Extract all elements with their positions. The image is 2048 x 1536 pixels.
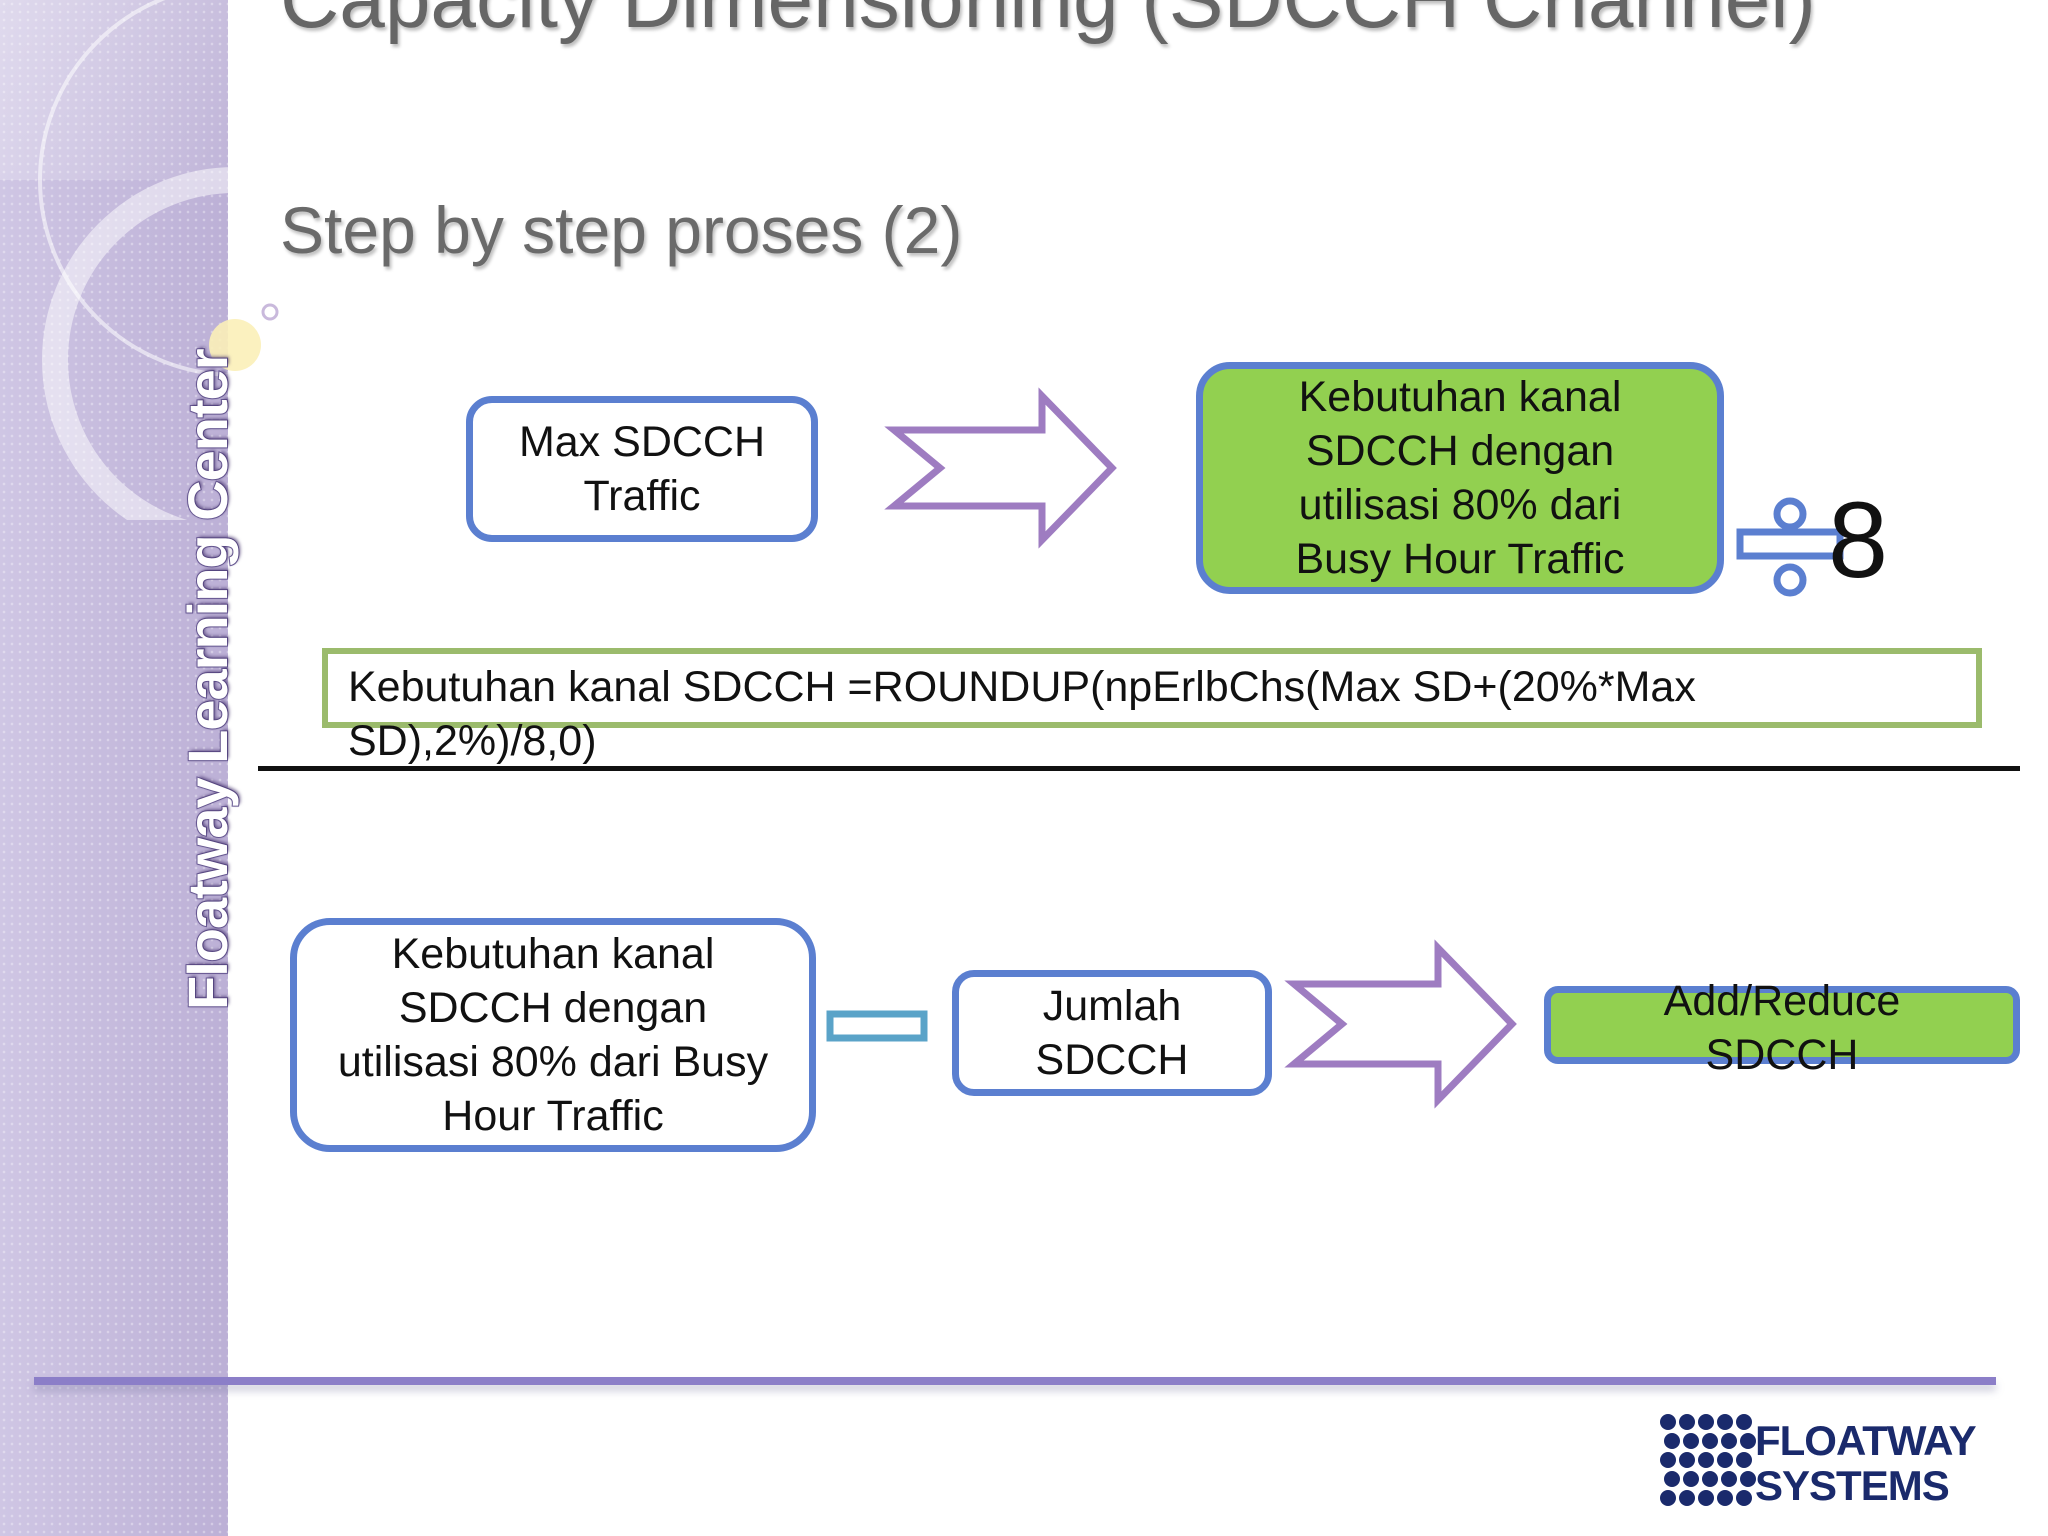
- sdcch-requirement-box: Kebutuhan kanal SDCCH dengan utilisasi 8…: [1196, 362, 1724, 594]
- floatway-dots-icon: [1660, 1414, 1756, 1506]
- add-reduce-sdcch-box: Add/Reduce SDCCH: [1544, 977, 2020, 1079]
- sidebar-top-block: [0, 0, 228, 180]
- sdcch-requirement-box-bottom: Kebutuhan kanal SDCCH dengan utilisasi 8…: [290, 918, 816, 1152]
- slide-title: Capacity Dimensioning (SDCCH Channel): [280, 0, 1980, 41]
- divide-icon: [1736, 497, 1844, 597]
- arrow-right-icon: [1284, 939, 1517, 1109]
- slide-subtitle: Step by step proses (2): [280, 193, 963, 267]
- sidebar-brand-text: Floatway Learning Center: [175, 348, 240, 1011]
- jumlah-sdcch-label: Jumlah SDCCH: [1035, 982, 1189, 1084]
- add-reduce-sdcch-label: Add/Reduce SDCCH: [1663, 977, 1901, 1079]
- jumlah-sdcch-box: Jumlah SDCCH: [952, 970, 1272, 1096]
- arrow-right-icon: [884, 387, 1117, 549]
- company-logo-text: FLOATWAY SYSTEMS: [1755, 1417, 1977, 1509]
- sdcch-requirement-label: Kebutuhan kanal SDCCH dengan utilisasi 8…: [1295, 373, 1625, 583]
- section-divider: [258, 766, 2020, 771]
- max-sdcch-traffic-label: Max SDCCH Traffic: [518, 418, 766, 520]
- logo-line-2: SYSTEMS: [1755, 1462, 1950, 1509]
- decorative-circles: [38, 0, 400, 520]
- sdcch-requirement-bottom-label: Kebutuhan kanal SDCCH dengan utilisasi 8…: [337, 930, 769, 1140]
- formula-text: Kebutuhan kanal SDCCH =ROUNDUP(npErlbChs…: [348, 663, 1696, 765]
- logo-line-1: FLOATWAY: [1755, 1417, 1977, 1464]
- minus-icon: [826, 1010, 928, 1042]
- max-sdcch-traffic-box: Max SDCCH Traffic: [466, 396, 818, 542]
- footer-line: [34, 1377, 1996, 1385]
- sidebar-band: [0, 0, 228, 1536]
- divisor-number: 8: [1828, 479, 1889, 600]
- formula-box: [322, 648, 1982, 728]
